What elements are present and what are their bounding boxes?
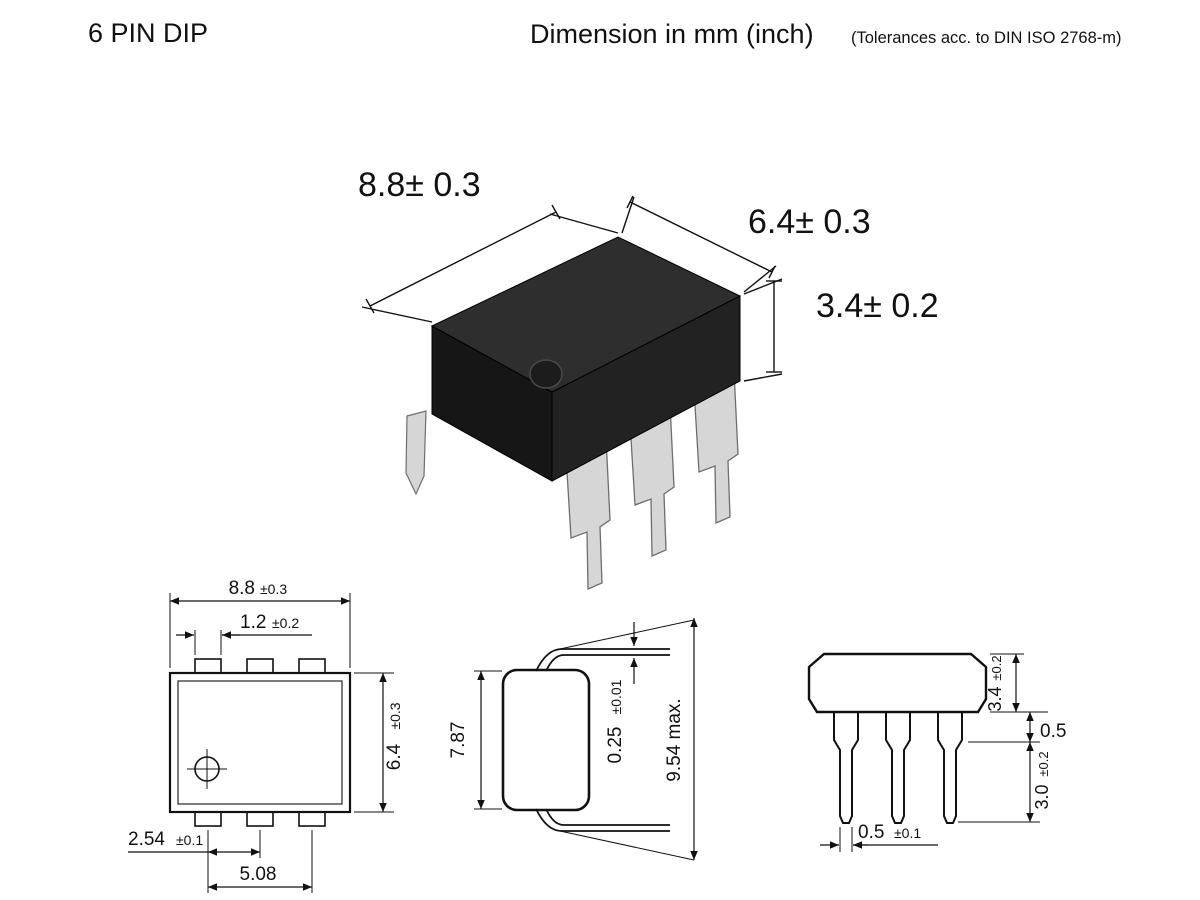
- side-view-top-lead: [545, 654, 670, 672]
- side-view: 7.87 0.25 ±0.01 9.54 max.: [448, 618, 698, 861]
- top-dim-pin-span: 5.08: [208, 830, 313, 893]
- front-body-height-value: 3.4: [985, 686, 1005, 711]
- pin-pitch-value: 2.54: [128, 829, 165, 850]
- isometric-view: 8.8± 0.3 6.4± 0.3 3.4± 0.2: [358, 166, 939, 590]
- pin-width-value: 1.2: [240, 612, 266, 633]
- dimension-line: [369, 211, 557, 307]
- header: 6 PIN DIP Dimension in mm (inch) (Tolera…: [88, 18, 1122, 49]
- front-dim-lead-length: 3.0 ±0.2: [958, 742, 1052, 823]
- dimension-tick: [626, 195, 634, 209]
- iso-body-height-label: 3.4± 0.2: [816, 287, 939, 325]
- front-view-pin-2: [885, 711, 911, 824]
- overall-width-value: 8.8: [229, 578, 255, 599]
- extension-line: [361, 306, 433, 323]
- top-dim-overall-width: 8.8 ±0.3: [169, 578, 351, 668]
- side-dim-overall-height: 9.54 max.: [664, 618, 698, 860]
- extension-line: [743, 265, 777, 293]
- dimension-tick: [365, 298, 375, 314]
- top-view: 8.8 ±0.3 1.2 ±0.2 6.4 ±0.3 2.54: [128, 578, 405, 893]
- top-view-pin: [194, 811, 222, 827]
- top-dim-body-depth: 6.4 ±0.3: [354, 672, 405, 813]
- side-view-top-lead: [535, 648, 670, 672]
- pin-pitch-tolerance: ±0.1: [176, 832, 203, 848]
- body-depth-value: 6.4: [384, 743, 405, 770]
- top-view-pin: [298, 811, 326, 827]
- side-view-bottom-lead: [535, 808, 670, 832]
- iso-body-width-label: 8.8± 0.3: [358, 166, 481, 204]
- side-view-body: [501, 668, 591, 812]
- iso-dim-body-depth: 6.4± 0.3: [621, 195, 871, 293]
- front-view: 3.4 ±0.2 0.5 3.0 ±0.2 0.5 ±0.1: [807, 652, 1066, 852]
- lead-width-value: 0.5: [858, 822, 884, 843]
- top-view-body-inner-outline: [177, 680, 343, 805]
- extension-line: [743, 373, 783, 382]
- lead-width-tolerance: ±0.1: [894, 825, 921, 841]
- top-dim-pin-width: 1.2 ±0.2: [176, 612, 312, 655]
- iso-pin1-dimple: [529, 359, 563, 389]
- units-note: Dimension in mm (inch): [530, 19, 814, 49]
- iso-pin-3: [693, 370, 739, 524]
- top-view-body-outline: [168, 671, 352, 814]
- front-view-pin-3: [937, 711, 963, 824]
- shoulder-length-value: 0.5: [1040, 721, 1066, 742]
- top-view-pin: [194, 658, 222, 674]
- lead-thickness-value: 0.25: [605, 727, 626, 764]
- iso-rear-pin: [405, 410, 427, 496]
- dimension-tick: [551, 204, 561, 220]
- lead-length-tolerance: ±0.2: [1036, 751, 1051, 776]
- lead-length-value: 3.0: [1032, 784, 1052, 809]
- pin-span-value: 5.08: [240, 864, 277, 885]
- lead-thickness-tolerance: ±0.01: [608, 679, 624, 714]
- tolerance-note: (Tolerances acc. to DIN ISO 2768-m): [851, 29, 1122, 47]
- side-dim-body-height: 7.87: [448, 670, 502, 810]
- lead-spread-projection-line: [559, 619, 695, 650]
- iso-pin-2: [629, 403, 675, 557]
- iso-dim-body-height: 3.4± 0.2: [743, 278, 939, 382]
- dimension-line: [629, 201, 773, 273]
- front-body-height-tolerance: ±0.2: [989, 655, 1004, 680]
- side-view-bottom-lead: [545, 808, 670, 826]
- iso-pin-1: [565, 436, 611, 590]
- body-depth-tolerance: ±0.3: [387, 702, 403, 729]
- side-body-height-value: 7.87: [448, 722, 469, 759]
- side-dim-lead-thickness: 0.25 ±0.01: [605, 622, 638, 764]
- page-title: 6 PIN DIP: [88, 18, 208, 48]
- overall-height-value: 9.54 max.: [664, 698, 685, 781]
- top-view-pin: [246, 658, 274, 674]
- top-dim-pin-pitch: 2.54 ±0.1: [128, 829, 261, 893]
- front-view-body: [807, 652, 988, 714]
- top-view-pin: [298, 658, 326, 674]
- iso-dim-body-width: 8.8± 0.3: [358, 166, 619, 323]
- front-view-pin-1: [833, 711, 859, 824]
- top-view-pin: [246, 811, 274, 827]
- lead-spread-projection-line: [559, 830, 695, 861]
- front-dim-shoulder: 0.5: [968, 712, 1066, 743]
- iso-body-depth-label: 6.4± 0.3: [748, 203, 871, 241]
- pin-width-tolerance: ±0.2: [272, 615, 299, 631]
- dimension-tick: [768, 265, 776, 279]
- iso-body-top-face: [430, 236, 742, 393]
- extension-line: [549, 213, 619, 234]
- front-dim-lead-width: 0.5 ±0.1: [820, 822, 938, 852]
- front-dim-body-height: 3.4 ±0.2: [985, 653, 1048, 713]
- overall-width-tolerance: ±0.3: [260, 581, 287, 597]
